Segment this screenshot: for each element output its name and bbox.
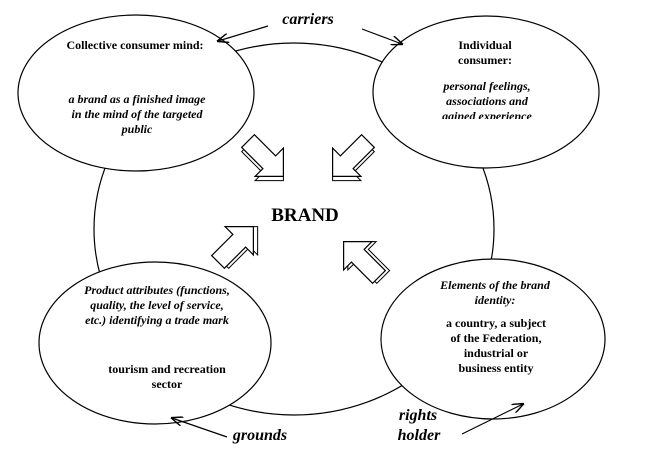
- node-bottom-left-ellipse: [38, 261, 272, 425]
- node-top-left-heading: Collective consumer mind:: [66, 38, 204, 52]
- connector-label-grounds: grounds: [232, 427, 288, 444]
- connector-label-holder: holder: [397, 427, 441, 444]
- brand-label: BRAND: [271, 205, 339, 226]
- node-top-right-ellipse: [372, 15, 600, 169]
- node-top-left-ellipse: [17, 14, 255, 172]
- rights-holder-arrow: [461, 404, 523, 435]
- connector-label-carriers: carriers: [282, 11, 334, 28]
- node-bottom-right-heading: Elements of the brand identity:: [440, 278, 550, 307]
- central-circle: [93, 42, 495, 416]
- node-top-right-body: personal feelings, associations and gain…: [442, 79, 532, 119]
- carriers-arrow-left: [218, 25, 269, 41]
- block-arrow-top-right: [332, 133, 376, 182]
- node-bottom-left-body: tourism and recreation sector: [108, 362, 226, 391]
- node-bottom-right-body: a country, a subject of the Federation, …: [446, 316, 546, 375]
- grounds-arrow: [172, 418, 228, 438]
- node-bottom-left-heading: Product attributes (functions, quality, …: [84, 283, 230, 327]
- node-top-right-heading: Individual consumer:: [458, 38, 512, 67]
- connector-label-rights: rights: [398, 407, 438, 424]
- block-arrow-bottom-right: [343, 241, 391, 285]
- block-arrow-top-left: [240, 133, 284, 182]
- carriers-arrow-right: [361, 28, 402, 44]
- node-top-left-body: a brand as a finished image in the mind …: [68, 92, 206, 136]
- block-arrow-bottom-left: [210, 226, 259, 270]
